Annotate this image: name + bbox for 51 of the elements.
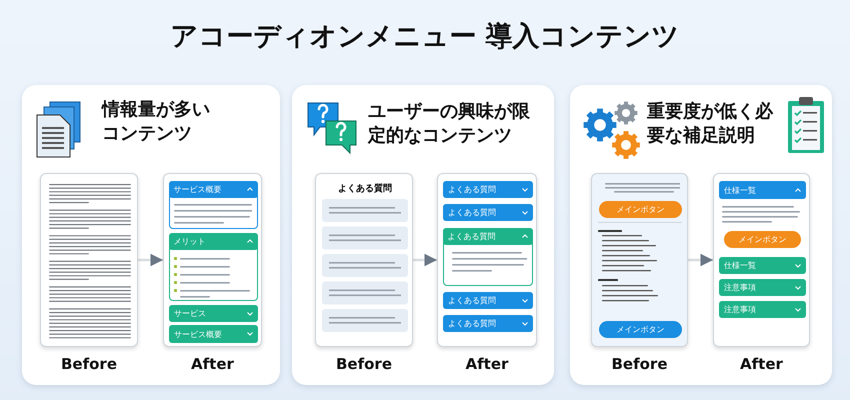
accordion-title: よくある質問	[448, 318, 496, 329]
accordion-title: よくある質問	[448, 295, 496, 306]
accordion-header	[169, 325, 258, 343]
accordion-title: よくある質問	[448, 184, 496, 195]
accordion-item	[443, 228, 533, 286]
accordion-title: メリット	[174, 236, 206, 246]
accordion-header	[443, 204, 533, 221]
page-mockup	[163, 173, 262, 347]
accordion-title: 注意事項	[724, 282, 756, 293]
accordion-header	[719, 301, 806, 318]
caption-label: After	[464, 355, 510, 373]
page-mockup	[437, 173, 537, 347]
accordion-header	[719, 181, 806, 199]
accordion-header	[443, 315, 533, 332]
caption-label: Before	[60, 355, 118, 373]
main-button: メインボタン	[599, 321, 682, 338]
page-mockup	[315, 173, 413, 347]
accordion-title: 仕様一覧	[724, 184, 756, 196]
accordion-title: よくある質問	[448, 207, 496, 218]
arrow	[688, 254, 713, 266]
accordion-header	[719, 257, 806, 274]
arrow	[413, 254, 437, 266]
arrow	[138, 254, 163, 266]
section-heading: よくある質問	[337, 182, 393, 195]
page-mockup	[591, 173, 688, 347]
panel-heading: 重要度が低く必要な補足説明	[647, 100, 774, 148]
caption-label: After	[190, 355, 235, 373]
main-button: メインボタン	[724, 231, 801, 248]
accordion-item	[169, 181, 258, 229]
caption-label: After	[739, 355, 784, 373]
accordion-title: 仕様一覧	[724, 260, 756, 271]
panel-card	[570, 85, 832, 385]
panel-card	[292, 85, 554, 385]
panel-heading: ユーザーの興味が限定的なコンテンツ	[368, 100, 531, 148]
accordion-title: よくある質問	[448, 230, 496, 242]
accordion-header	[443, 292, 533, 309]
page-mockup	[713, 173, 810, 347]
diagram-title: アコーディオンメニュー 導入コンテンツ	[169, 20, 681, 54]
panel-heading: 情報量が多いコンテンツ	[102, 98, 211, 146]
main-button: メインボタン	[599, 201, 682, 218]
accordion-title: 注意事項	[724, 304, 756, 315]
panel-card	[22, 85, 280, 385]
caption-label: Before	[334, 355, 393, 373]
accordion-title: サービス概要	[174, 328, 222, 340]
accordion-item	[169, 233, 258, 301]
accordion-title: サービス概要	[174, 184, 222, 194]
accordion-header	[169, 305, 258, 322]
accordion-title: サービス	[174, 308, 206, 319]
accordion-header	[719, 279, 806, 296]
accordion-header	[443, 181, 533, 198]
caption-label: Before	[610, 355, 668, 373]
